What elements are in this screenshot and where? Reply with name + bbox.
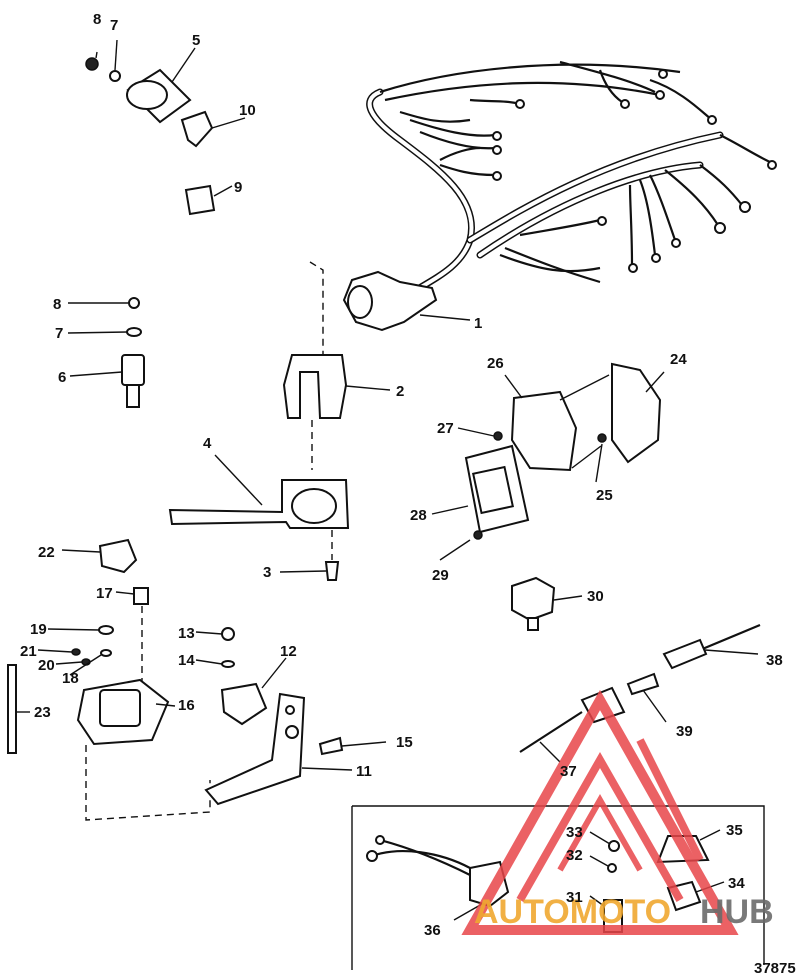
callout-18: 18: [62, 670, 79, 687]
callout-31: 31: [566, 889, 583, 906]
callout-3: 3: [263, 564, 271, 581]
callout-13: 13: [178, 625, 195, 642]
callout-2: 2: [396, 383, 404, 400]
callout-21: 21: [20, 643, 37, 660]
callout-5: 5: [192, 32, 200, 49]
callout-8: 8: [93, 11, 101, 28]
callout-27: 27: [437, 420, 454, 437]
callout-6: 6: [58, 369, 66, 386]
callout-8b: 8: [53, 296, 61, 313]
callout-9: 9: [234, 179, 242, 196]
callout-11: 11: [356, 763, 372, 780]
callout-30: 30: [587, 588, 604, 605]
solenoid-group: [7, 538, 387, 821]
callout-38: 38: [766, 652, 783, 669]
callout-16: 16: [178, 697, 195, 714]
callout-17: 17: [96, 585, 113, 602]
callout-34: 34: [728, 875, 745, 892]
callout-23: 23: [34, 704, 51, 721]
callout-19: 19: [30, 621, 47, 638]
callout-32: 32: [566, 847, 583, 864]
callout-15: 15: [396, 734, 413, 751]
callout-26: 26: [487, 355, 504, 372]
callout-20: 20: [38, 657, 55, 674]
callout-labels: 8 7 5 10 9 1 8 7 6 2 4 3 26 24 27 25 28 …: [20, 11, 796, 977]
callout-4: 4: [203, 435, 212, 452]
drawing-number: 37875: [754, 960, 796, 977]
callout-14: 14: [178, 652, 195, 669]
callout-35: 35: [726, 822, 743, 839]
callout-39: 39: [676, 723, 693, 740]
callout-7b: 7: [55, 325, 63, 342]
callout-29: 29: [432, 567, 449, 584]
sensor-30: [511, 576, 583, 631]
module-group: [431, 362, 665, 561]
callout-37: 37: [560, 763, 577, 780]
callout-7: 7: [110, 17, 118, 34]
callout-10: 10: [239, 102, 256, 119]
callout-33: 33: [566, 824, 583, 841]
callout-25: 25: [596, 487, 613, 504]
callout-22: 22: [38, 544, 55, 561]
callout-28: 28: [410, 507, 427, 524]
bracket-group: [168, 261, 391, 581]
callout-24: 24: [670, 351, 687, 368]
wiring-harness: [342, 60, 777, 332]
watermark-brand-part2: HUB: [700, 893, 774, 931]
callout-1: 1: [474, 315, 482, 332]
callout-36: 36: [424, 922, 441, 939]
watermark-logo: [461, 689, 739, 935]
sender-group-left: [67, 297, 145, 408]
sender-group-top: [85, 39, 246, 216]
watermark-brand-part1: AUTOMOTO: [474, 893, 671, 931]
callout-12: 12: [280, 643, 297, 660]
